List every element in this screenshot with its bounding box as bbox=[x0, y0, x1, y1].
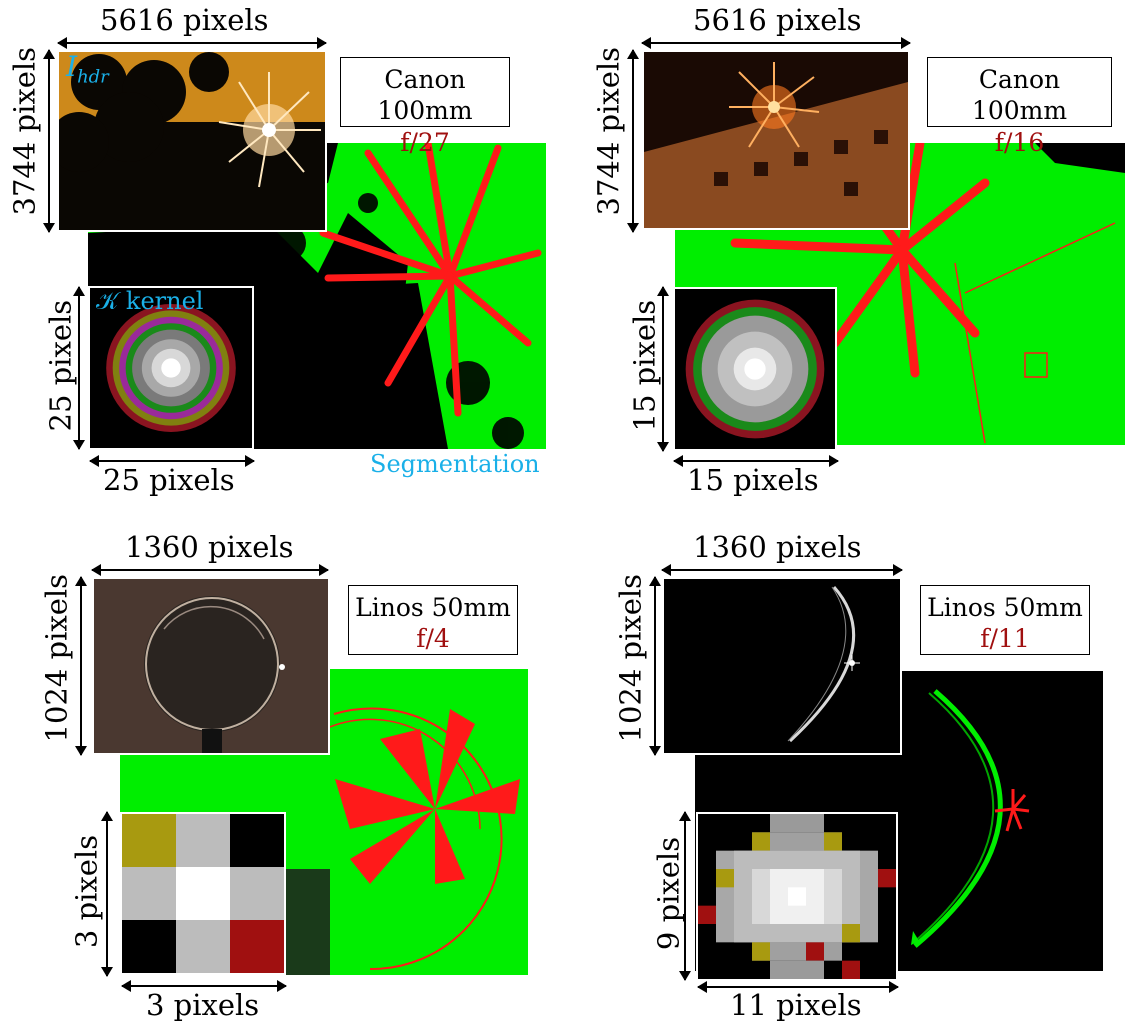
lens-name: Canon 100mm bbox=[377, 65, 473, 126]
lens-name: Linos 50mm bbox=[355, 593, 511, 622]
lens-info-box: Canon 100mm f/27 bbox=[340, 57, 510, 157]
lens-aperture: f/4 bbox=[416, 624, 450, 654]
psf-kernel bbox=[696, 812, 898, 981]
kernel-height-label: 3 pixels bbox=[69, 834, 104, 949]
kernel-width-label: 3 pixels bbox=[146, 988, 260, 1022]
panel-canon-f27: 5616 pixels 3744 pixels bbox=[0, 0, 560, 500]
panel-linos-f11: 1360 pixels 1024 pixels Linos bbox=[590, 525, 1127, 1025]
hdr-image-label-sub: hdr bbox=[77, 66, 109, 88]
image-width-arrow bbox=[91, 564, 329, 576]
image-height-label: 3744 pixels bbox=[7, 46, 42, 216]
image-width-arrow bbox=[661, 564, 903, 576]
image-width-arrow bbox=[57, 37, 327, 49]
kernel-width-arrow bbox=[673, 455, 839, 467]
kernel-width-label: 25 pixels bbox=[103, 463, 235, 497]
image-width-label: 1360 pixels bbox=[693, 530, 862, 564]
lens-info-box: Canon 100mm f/16 bbox=[927, 57, 1112, 157]
kernel-width-label: 15 pixels bbox=[687, 463, 819, 497]
image-height-label: 3744 pixels bbox=[591, 46, 626, 216]
kernel-width-label: 11 pixels bbox=[730, 988, 862, 1022]
hdr-image bbox=[92, 577, 330, 755]
segmentation-label: Segmentation bbox=[370, 450, 540, 478]
lens-name: Linos 50mm bbox=[927, 593, 1083, 622]
lens-name: Canon 100mm bbox=[971, 65, 1068, 126]
image-height-arrow bbox=[43, 49, 55, 233]
hdr-image bbox=[662, 577, 902, 755]
image-width-label: 5616 pixels bbox=[693, 3, 862, 37]
image-width-label: 5616 pixels bbox=[100, 3, 269, 37]
panel-canon-f16: 5616 pixels 3744 pixels bbox=[590, 0, 1127, 500]
psf-kernel bbox=[673, 287, 837, 451]
lens-aperture: f/16 bbox=[994, 127, 1045, 157]
image-height-label: 1024 pixels bbox=[613, 573, 648, 743]
hdr-image-label-main: I bbox=[66, 50, 78, 83]
image-height-arrow bbox=[627, 49, 639, 233]
lens-aperture: f/27 bbox=[400, 127, 450, 157]
hdr-image bbox=[57, 50, 327, 232]
kernel-height-label: 9 pixels bbox=[651, 836, 686, 951]
psf-kernel bbox=[88, 286, 254, 450]
lens-info-box: Linos 50mm f/11 bbox=[920, 585, 1090, 655]
kernel-height-arrow bbox=[73, 286, 85, 450]
hdr-image bbox=[642, 50, 910, 230]
kernel-height-arrow bbox=[679, 811, 691, 981]
kernel-height-label: 15 pixels bbox=[627, 299, 662, 432]
kernel-height-label: 25 pixels bbox=[43, 299, 78, 432]
kernel-width-arrow bbox=[697, 981, 899, 993]
hdr-image-label: Ihdr bbox=[66, 50, 109, 88]
kernel-width-arrow bbox=[89, 455, 255, 467]
image-height-label: 1024 pixels bbox=[39, 573, 74, 743]
kernel-label: 𝒦 kernel bbox=[96, 287, 204, 315]
image-height-arrow bbox=[649, 576, 661, 756]
lens-aperture: f/11 bbox=[980, 624, 1030, 654]
image-height-arrow bbox=[75, 576, 87, 756]
lens-info-box: Linos 50mm f/4 bbox=[348, 585, 518, 655]
kernel-height-arrow bbox=[101, 811, 113, 977]
image-width-label: 1360 pixels bbox=[125, 530, 294, 564]
psf-kernel bbox=[120, 812, 286, 975]
kernel-height-arrow bbox=[657, 286, 669, 452]
image-width-arrow bbox=[641, 37, 911, 49]
panel-linos-f4: 1360 pixels 1024 pixels bbox=[0, 525, 560, 1025]
kernel-width-arrow bbox=[121, 980, 287, 992]
